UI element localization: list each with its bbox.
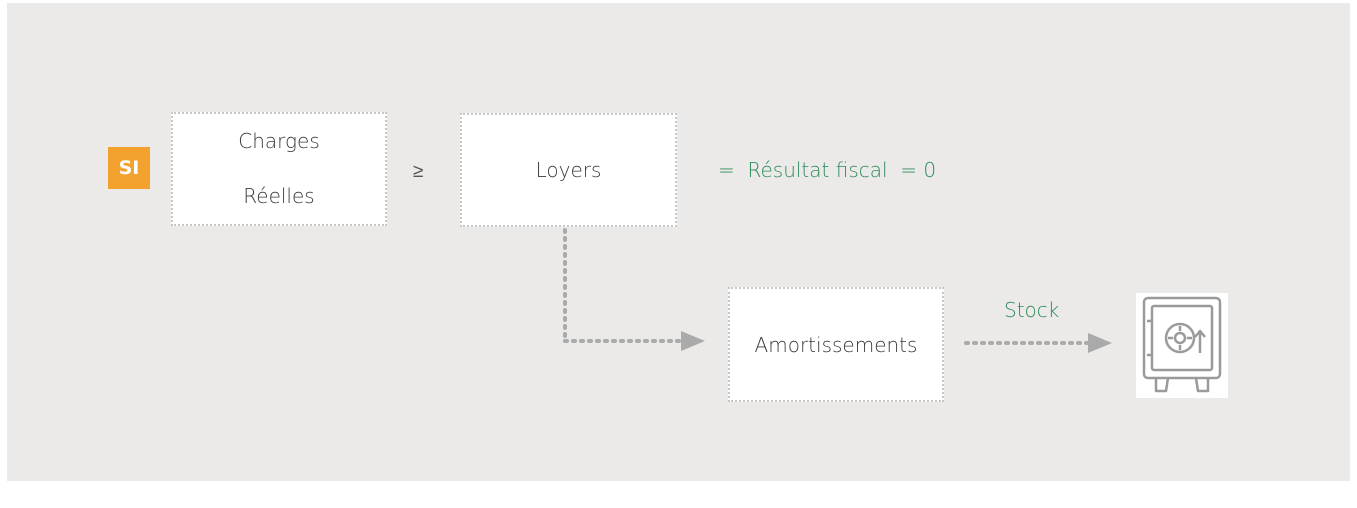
arrowhead-stock: [1088, 333, 1112, 353]
amortissements-box: Amortissements: [728, 287, 944, 402]
diagram-panel: [7, 3, 1350, 481]
safe-icon: [1136, 293, 1228, 398]
si-badge: SI: [108, 147, 150, 189]
charges-label: Charges: [238, 129, 320, 153]
reelles-label: Réelles: [243, 184, 315, 208]
greater-equal-operator: ≥: [413, 160, 424, 182]
arrowhead-amortissements: [681, 331, 705, 351]
stock-label: Stock: [1004, 298, 1060, 322]
amortissements-label: Amortissements: [754, 332, 918, 357]
loyers-label: Loyers: [535, 158, 602, 182]
result-fiscal-text: = Résultat fiscal = 0: [718, 158, 937, 182]
loyers-box: Loyers: [460, 113, 677, 227]
charges-reelles-box: Charges Réelles: [171, 112, 387, 226]
